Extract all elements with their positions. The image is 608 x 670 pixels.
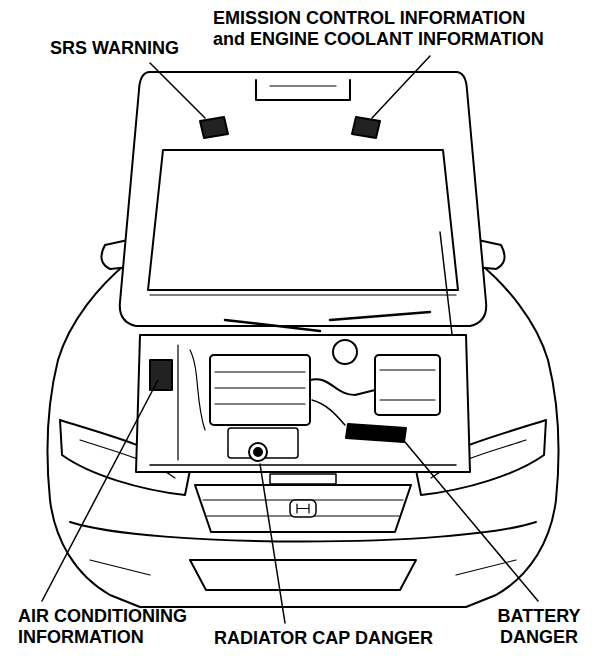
- drawing-line: [70, 522, 536, 542]
- part-label: BATTERY DANGER: [493, 606, 585, 647]
- drawing-line: [380, 370, 435, 400]
- drawing-line: [333, 340, 357, 364]
- drawing-line: [215, 372, 305, 404]
- drawing-line: [136, 335, 470, 472]
- drawing-line: [90, 560, 516, 575]
- drawing-line: [346, 424, 406, 442]
- drawing-line: [352, 117, 380, 138]
- drawing-line: [150, 360, 172, 390]
- drawing-line: [249, 443, 267, 461]
- drawing-line: [270, 474, 336, 484]
- drawing-line: [200, 117, 228, 138]
- drawing-line: [405, 442, 538, 601]
- leader-lines: [42, 56, 538, 623]
- drawing-line: [256, 80, 350, 100]
- drawing-line: [254, 448, 262, 456]
- drawing-line: [312, 400, 345, 425]
- drawing-line: [290, 500, 316, 517]
- part-label: AIR CONDITIONING INFORMATION: [18, 606, 198, 647]
- open-hood: [120, 72, 486, 334]
- drawing-line: [270, 85, 336, 86]
- drawing-line: [120, 72, 486, 326]
- drawing-line: [150, 464, 456, 466]
- drawing-line: [440, 232, 452, 334]
- drawing-line: [375, 355, 440, 415]
- drawing-line: [372, 56, 430, 118]
- drawing-line: [150, 63, 205, 118]
- engine-bay: [136, 335, 470, 484]
- drawing-line: [148, 150, 458, 290]
- drawing-line: [195, 485, 411, 532]
- drawing-line: [310, 379, 375, 395]
- drawing-line: [150, 294, 456, 295]
- part-label: EMISSION CONTROL INFORMATION and ENGINE …: [213, 8, 555, 49]
- drawing-line: [42, 380, 158, 601]
- drawing-line: [210, 355, 310, 425]
- drawing-line: [190, 560, 416, 590]
- drawing-line: [178, 345, 205, 460]
- drawing-line: [260, 464, 285, 623]
- part-label: SRS WARNING: [50, 38, 179, 59]
- drawing-line: [225, 312, 430, 331]
- part-label: RADIATOR CAP DANGER: [214, 628, 433, 649]
- drawing-line: [297, 504, 309, 513]
- drawing-line: [203, 500, 403, 516]
